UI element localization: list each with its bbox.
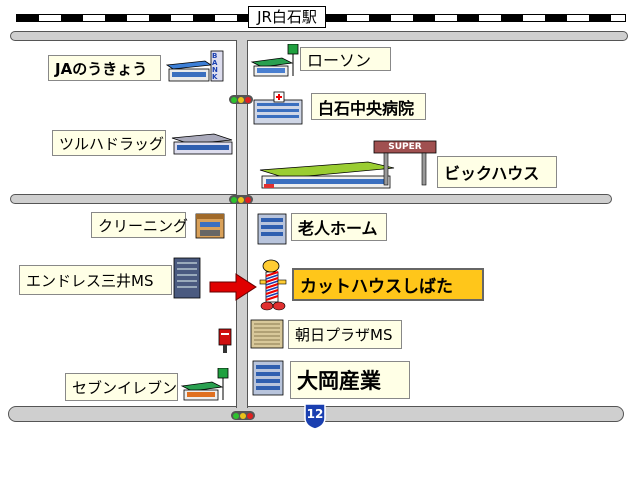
label-cut-house-shibata: カットハウスしばた [292, 268, 484, 301]
seven-eleven-store-icon [180, 367, 232, 402]
label-ja: JAのうきょう [48, 55, 161, 81]
station-label: JR白石駅 [248, 6, 326, 28]
arrow-right-icon [208, 272, 258, 302]
label-elderly-home: 老人ホーム [291, 213, 387, 241]
drugstore-building-icon [170, 126, 236, 156]
road-middle [10, 194, 612, 204]
elderly-home-building-icon [255, 210, 289, 246]
route-number: 12 [306, 407, 324, 421]
ooka-sangyo-building-icon [250, 358, 286, 398]
label-endless-mitsui: エンドレス三井MS [19, 265, 172, 295]
label-ooka-sangyo: 大岡産業 [290, 361, 410, 399]
cleaning-shop-icon [193, 210, 227, 240]
label-cleaning: クリーニング [91, 212, 188, 238]
hospital-building-icon [252, 90, 308, 126]
bank-sign: BANK [212, 52, 218, 81]
super-sign-icon: SUPER [372, 139, 438, 187]
label-big-house: ビックハウス [437, 156, 557, 188]
traffic-light-icon [231, 411, 255, 420]
bank-building-icon: BANK [165, 47, 227, 85]
label-tsuruha: ツルハドラッグ [52, 130, 166, 156]
traffic-light-icon [229, 195, 253, 204]
label-hospital: 白石中央病院 [311, 93, 426, 120]
label-seven-eleven: セブンイレブン [65, 373, 178, 401]
asahi-plaza-building-icon [248, 318, 286, 350]
lawson-store-icon [250, 43, 300, 78]
label-asahi-plaza: 朝日プラザMS [288, 320, 402, 349]
traffic-light-icon [229, 95, 253, 104]
route-12-shield-icon: 12 [303, 402, 327, 430]
label-lawson: ローソン [300, 47, 391, 71]
road-vertical [236, 40, 248, 408]
apartment-tower-icon [170, 256, 204, 300]
post-box-icon [218, 328, 232, 354]
super-sign-text: SUPER [388, 142, 422, 152]
supermarket-building-icon [258, 158, 398, 190]
barber-pole-mascot-icon [257, 258, 289, 312]
road-north [10, 31, 628, 41]
